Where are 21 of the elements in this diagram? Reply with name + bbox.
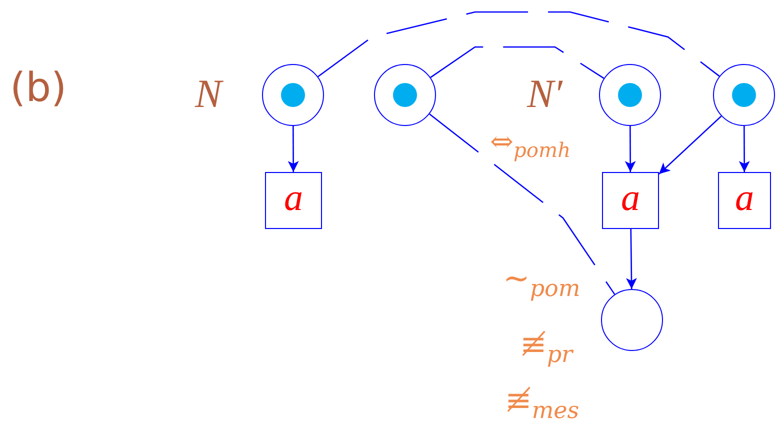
arrow xyxy=(624,126,636,172)
arrow xyxy=(658,116,722,174)
net-name: N xyxy=(195,74,222,114)
dashed-line xyxy=(429,114,616,295)
dashed-line xyxy=(318,11,720,78)
relation-label: ⇔$_{pomh}$ xyxy=(490,128,571,160)
arrow xyxy=(288,126,299,172)
transition-label: a xyxy=(284,178,303,216)
transition-box xyxy=(265,172,322,229)
relation-label: ≢$_{mes}$ xyxy=(505,384,580,423)
net-name: N′ xyxy=(527,74,562,114)
arrow xyxy=(626,229,637,289)
transition-box xyxy=(718,172,771,229)
transition-label: a xyxy=(621,178,640,216)
transition-label: a xyxy=(735,178,754,216)
relation-label: ∼$_{pom}$ xyxy=(503,262,580,301)
arrow xyxy=(738,126,750,172)
transition-box xyxy=(602,172,659,229)
relation-label: ≢$_{pr}$ xyxy=(520,328,573,367)
panel-label: (b) xyxy=(10,68,67,108)
dashed-line xyxy=(430,46,604,79)
